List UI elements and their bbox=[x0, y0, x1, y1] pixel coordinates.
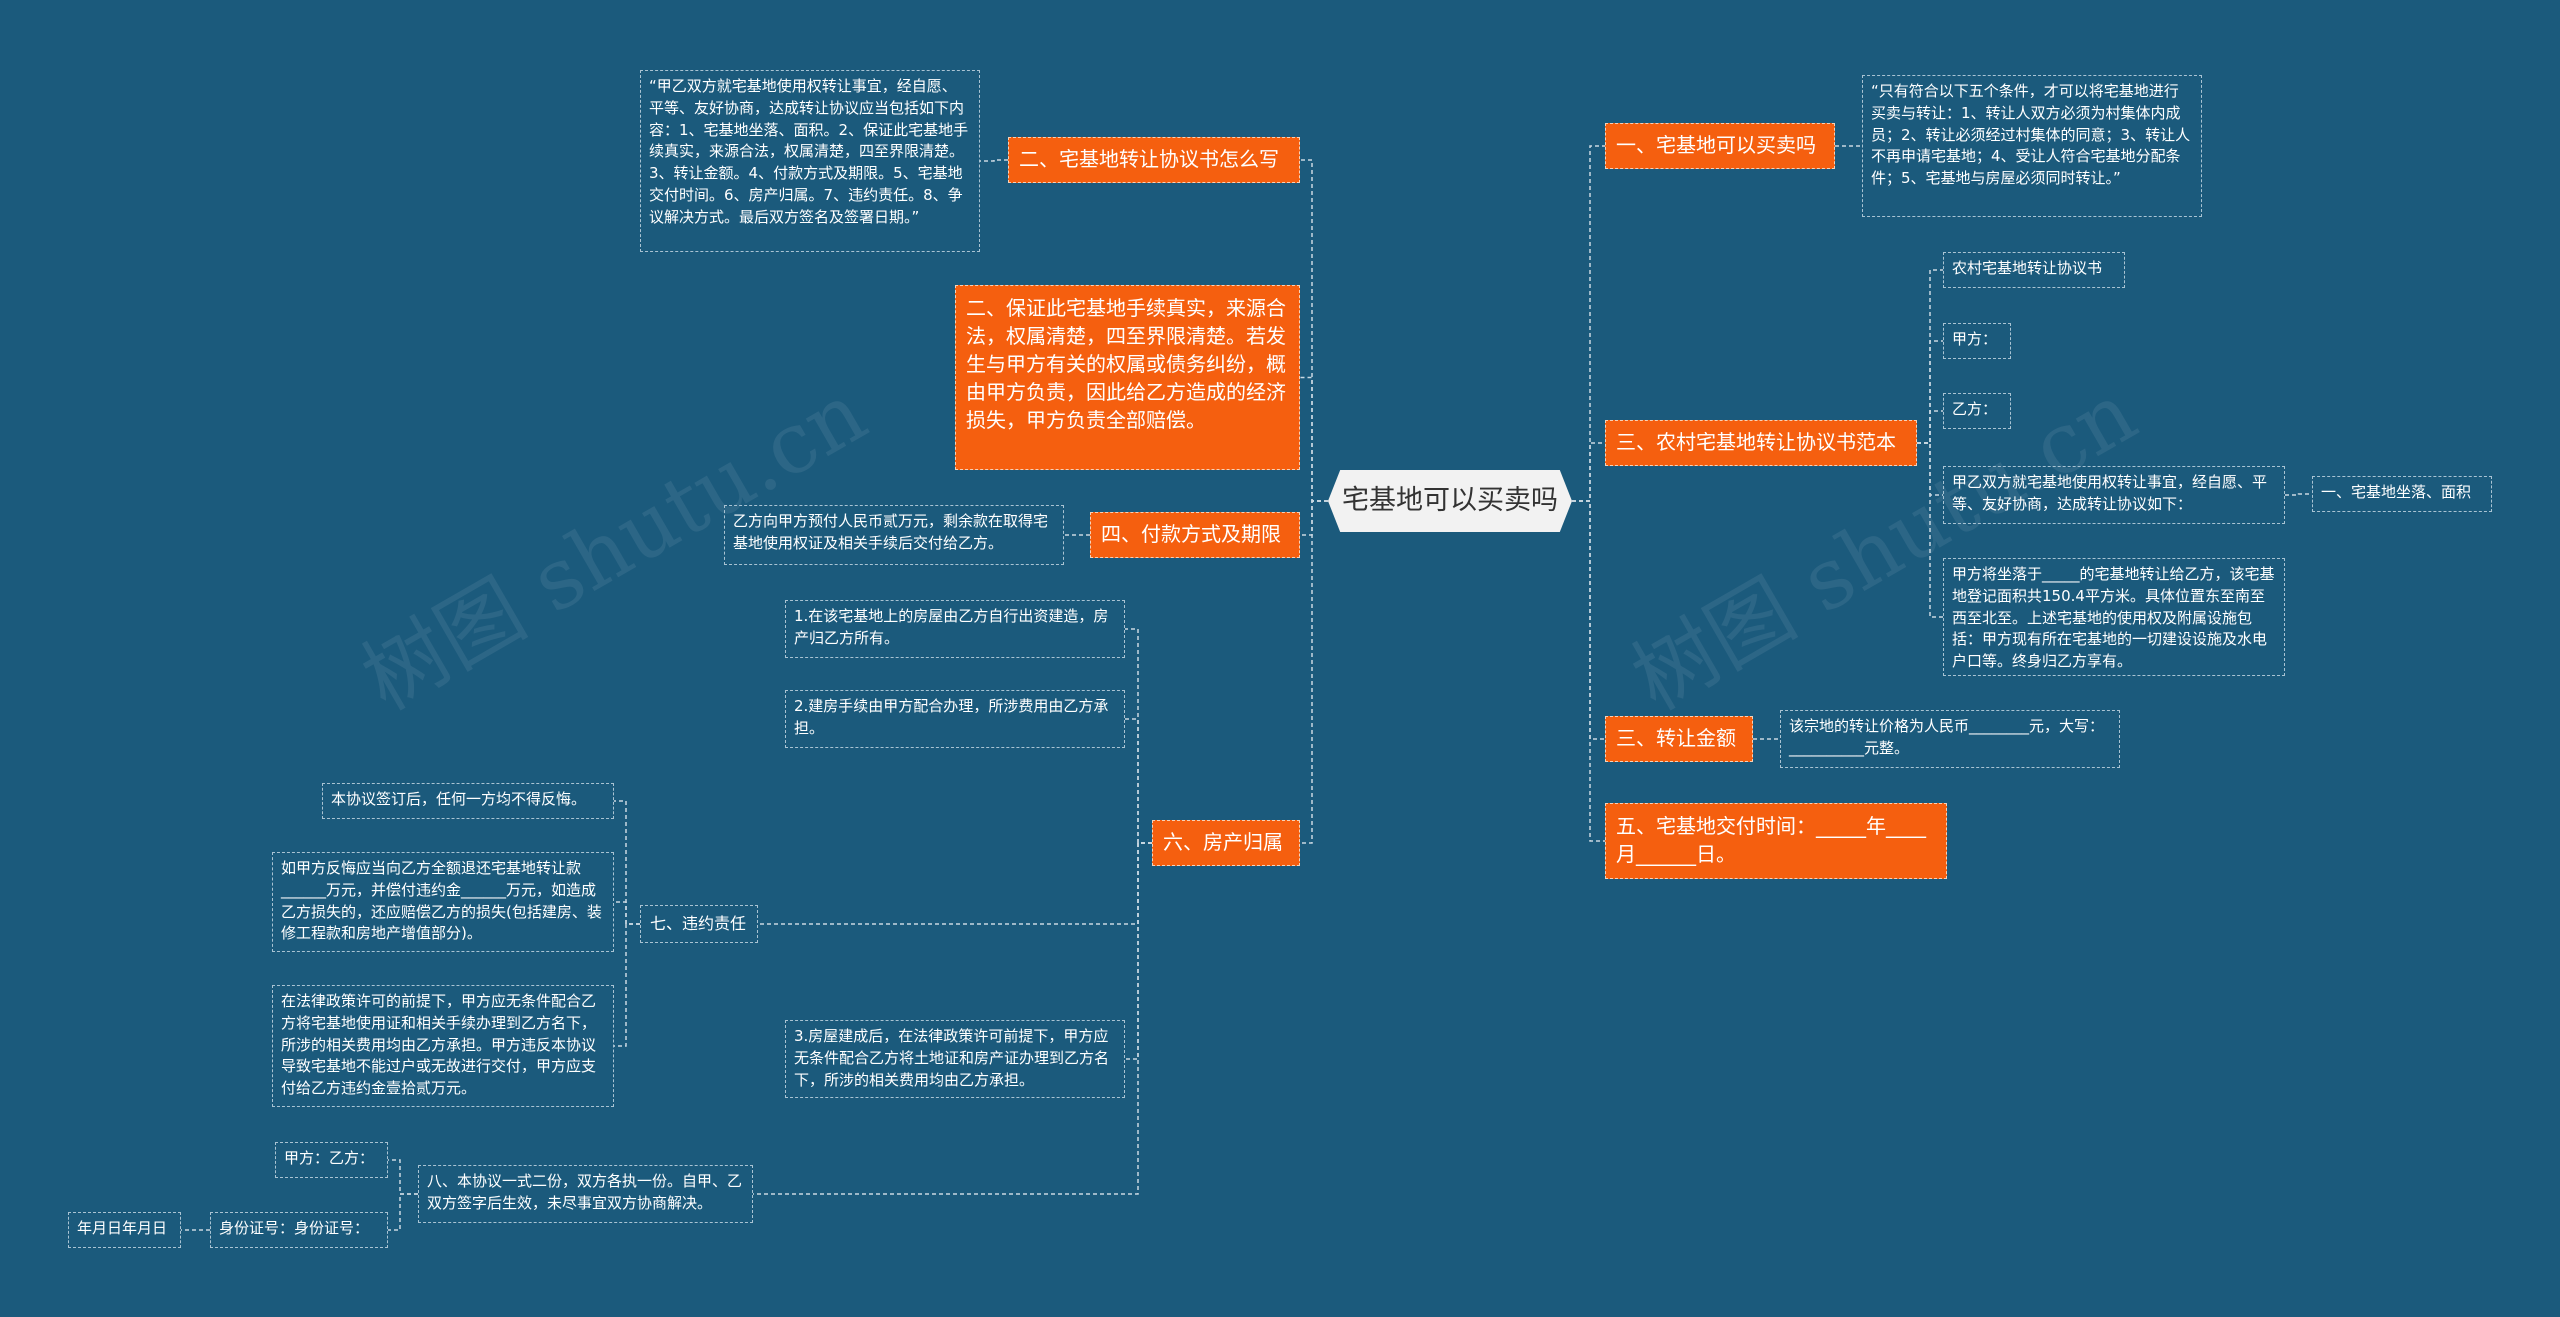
note-payment: 乙方向甲方预付人民币贰万元，剩余款在取得宅基地使用权证及相关手续后交付给乙方。 bbox=[724, 505, 1064, 565]
note-house-ownership: 1.在该宅基地上的房屋由乙方自行出资建造，房产归乙方所有。 bbox=[785, 600, 1125, 658]
connector-line bbox=[753, 842, 1152, 1195]
note-two-copies: 八、本协议一式二份，双方各执一份。自甲、乙双方签字后生效，未尽事宜双方协商解决。 bbox=[418, 1165, 753, 1223]
root-topic[interactable]: 宅基地可以买卖吗 bbox=[1328, 470, 1572, 532]
connector-line bbox=[614, 923, 640, 1047]
connector-line bbox=[1572, 145, 1605, 502]
connector-line bbox=[1917, 340, 1943, 444]
note-party-b: 乙方： bbox=[1943, 393, 2011, 429]
note-no-regret: 本协议签订后，任何一方均不得反悔。 bbox=[322, 783, 614, 819]
branch-guarantee[interactable]: 二、保证此宅基地手续真实，来源合法，权属清楚，四至界限清楚。若发生与甲方有关的权… bbox=[955, 285, 1300, 470]
connector-line bbox=[388, 1159, 418, 1195]
connector-line bbox=[980, 159, 1008, 162]
connector-line bbox=[2285, 493, 2312, 496]
branch-property-ownership[interactable]: 六、房产归属 bbox=[1152, 820, 1300, 866]
note-agreement-intro: 甲乙双方就宅基地使用权转让事宜，经自愿、平等、友好协商，达成转让协议如下： bbox=[1943, 466, 2285, 524]
connector-line bbox=[1572, 500, 1605, 740]
branch-delivery-time[interactable]: 五、宅基地交付时间：_____年____月______日。 bbox=[1605, 803, 1947, 879]
branch-transfer-amount[interactable]: 三、转让金额 bbox=[1605, 716, 1753, 762]
connector-line bbox=[614, 800, 640, 925]
connector-line bbox=[1125, 842, 1152, 1060]
note-dates: 年月日年月日 bbox=[68, 1212, 181, 1248]
connector-line bbox=[758, 842, 1152, 925]
note-signatures: 甲方：乙方： bbox=[275, 1142, 388, 1178]
note-party-a: 甲方： bbox=[1943, 323, 2011, 359]
connector-line bbox=[1300, 500, 1328, 844]
connector-line bbox=[1572, 442, 1605, 502]
note-agreement-contents: “甲乙双方就宅基地使用权转让事宜，经自愿、平等、友好协商，达成转让协议应当包括如… bbox=[640, 70, 980, 252]
connector-line bbox=[1300, 159, 1328, 502]
note-transfer-penalty: 在法律政策许可的前提下，甲方应无条件配合乙方将宅基地使用证和相关手续办理到乙方名… bbox=[272, 985, 614, 1107]
connector-line bbox=[1572, 500, 1605, 842]
branch-payment[interactable]: 四、付款方式及期限 bbox=[1090, 512, 1300, 558]
connector-line bbox=[1300, 376, 1328, 502]
note-five-conditions: “只有符合以下五个条件，才可以将宅基地进行买卖与转让：1、转让人双方必须为村集体… bbox=[1862, 75, 2202, 217]
note-id-numbers: 身份证号：身份证号： bbox=[210, 1212, 388, 1248]
note-location-area: 一、宅基地坐落、面积 bbox=[2312, 476, 2492, 512]
note-building-procedures: 2.建房手续由甲方配合办理，所涉费用由乙方承担。 bbox=[785, 690, 1125, 748]
connector-line bbox=[1300, 500, 1328, 536]
connector-line bbox=[1917, 269, 1943, 444]
branch-how-to-write[interactable]: 二、宅基地转让协议书怎么写 bbox=[1008, 137, 1300, 183]
note-refund-penalty: 如甲方反悔应当向乙方全额退还宅基地转让款______万元，并偿付违约金_____… bbox=[272, 852, 614, 952]
branch-breach-liability[interactable]: 七、违约责任 bbox=[640, 905, 758, 943]
note-template-title: 农村宅基地转让协议书 bbox=[1943, 252, 2125, 288]
connector-line bbox=[1125, 718, 1152, 844]
note-certificate-transfer: 3.房屋建成后，在法律政策许可前提下，甲方应无条件配合乙方将土地证和房产证办理到… bbox=[785, 1020, 1125, 1098]
connector-line bbox=[388, 1193, 418, 1231]
connector-line bbox=[614, 901, 640, 925]
branch-can-sell[interactable]: 一、宅基地可以买卖吗 bbox=[1605, 123, 1835, 169]
connector-line bbox=[1125, 628, 1152, 844]
branch-agreement-template[interactable]: 三、农村宅基地转让协议书范本 bbox=[1605, 420, 1917, 466]
note-location-details: 甲方将坐落于_____的宅基地转让给乙方，该宅基地登记面积共150.4平方米。具… bbox=[1943, 558, 2285, 676]
note-transfer-price: 该宗地的转让价格为人民币________元，大写：__________元整。 bbox=[1780, 710, 2120, 768]
